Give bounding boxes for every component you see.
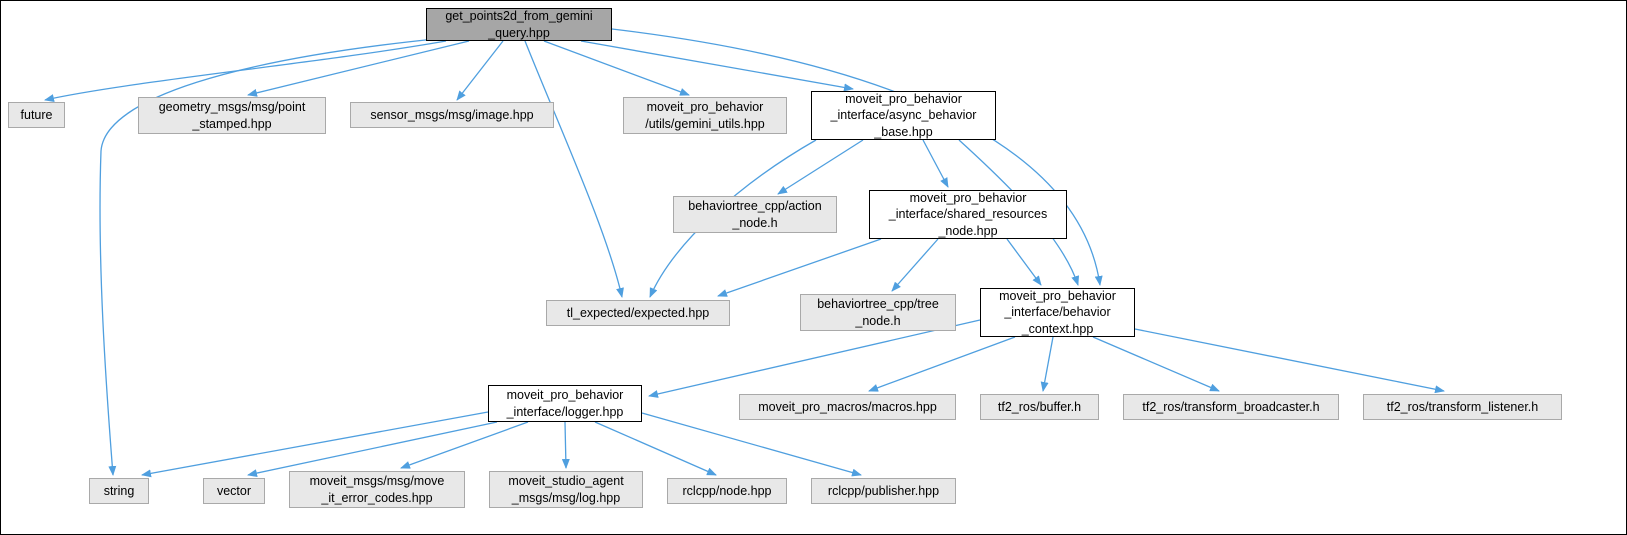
node-macros-hpp[interactable]: moveit_pro_macros/macros.hpp — [739, 394, 956, 420]
node-string[interactable]: string — [89, 478, 149, 504]
edge-root-image — [456, 40, 504, 101]
node-expected-hpp[interactable]: tl_expected/expected.hpp — [546, 300, 730, 326]
edge-context-macros — [868, 336, 1016, 392]
node-behavior-context-hpp[interactable]: moveit_pro_behavior _interface/behavior … — [980, 288, 1135, 337]
edge-root-future — [44, 40, 447, 102]
edge-context-listener — [1134, 328, 1445, 394]
node-transform-broadcaster-h[interactable]: tf2_ros/transform_broadcaster.h — [1123, 394, 1339, 420]
node-point-stamped-hpp[interactable]: geometry_msgs/msg/point _stamped.hpp — [138, 97, 326, 134]
edge-shared-tree-node — [891, 238, 939, 292]
node-vector[interactable]: vector — [203, 478, 265, 504]
node-image-hpp[interactable]: sensor_msgs/msg/image.hpp — [350, 102, 554, 128]
edge-logger-error-codes — [400, 421, 529, 469]
edge-root-string — [99, 38, 436, 476]
node-tree-node-h[interactable]: behaviortree_cpp/tree _node.h — [800, 294, 956, 331]
edge-shared-expected — [717, 238, 882, 297]
edge-context-logger — [648, 319, 981, 398]
edge-logger-rclcpp-node — [594, 421, 717, 476]
node-buffer-h[interactable]: tf2_ros/buffer.h — [980, 394, 1099, 420]
edge-context-broadcaster — [1092, 336, 1220, 392]
node-action-node-h[interactable]: behaviortree_cpp/action _node.h — [673, 196, 837, 233]
edge-shared-behavior-context — [1006, 238, 1042, 286]
edge-logger-rclcpp-publisher — [641, 412, 862, 477]
node-async-behavior-base-hpp[interactable]: moveit_pro_behavior _interface/async_beh… — [811, 91, 996, 140]
edge-logger-vector — [247, 421, 498, 478]
node-logger-hpp[interactable]: moveit_pro_behavior _interface/logger.hp… — [488, 385, 642, 422]
edge-context-buffer — [1040, 336, 1054, 392]
node-get-points2d-from-gemini-query-hpp: get_points2d_from_gemini _query.hpp — [426, 8, 612, 41]
edge-root-async-behavior-base — [580, 40, 854, 92]
node-rclcpp-publisher-hpp[interactable]: rclcpp/publisher.hpp — [811, 478, 956, 504]
node-transform-listener-h[interactable]: tf2_ros/transform_listener.h — [1363, 394, 1562, 420]
node-shared-resources-node-hpp[interactable]: moveit_pro_behavior _interface/shared_re… — [869, 190, 1067, 239]
edge-logger-string — [141, 411, 489, 478]
edge-root-point-stamped — [247, 40, 470, 97]
edge-root-expected — [524, 40, 624, 298]
edge-root-gemini-utils — [543, 40, 690, 96]
node-move-it-error-codes-hpp[interactable]: moveit_msgs/msg/move _it_error_codes.hpp — [289, 471, 465, 508]
edge-async-action-node — [777, 139, 864, 195]
edge-async-shared-resources — [922, 139, 949, 188]
node-gemini-utils-hpp[interactable]: moveit_pro_behavior /utils/gemini_utils.… — [623, 97, 787, 134]
node-log-hpp[interactable]: moveit_studio_agent _msgs/msg/log.hpp — [489, 471, 643, 508]
node-future[interactable]: future — [8, 102, 65, 128]
node-rclcpp-node-hpp[interactable]: rclcpp/node.hpp — [667, 478, 787, 504]
edge-root-behavior-context — [611, 28, 1103, 286]
edge-logger-log — [561, 421, 570, 469]
